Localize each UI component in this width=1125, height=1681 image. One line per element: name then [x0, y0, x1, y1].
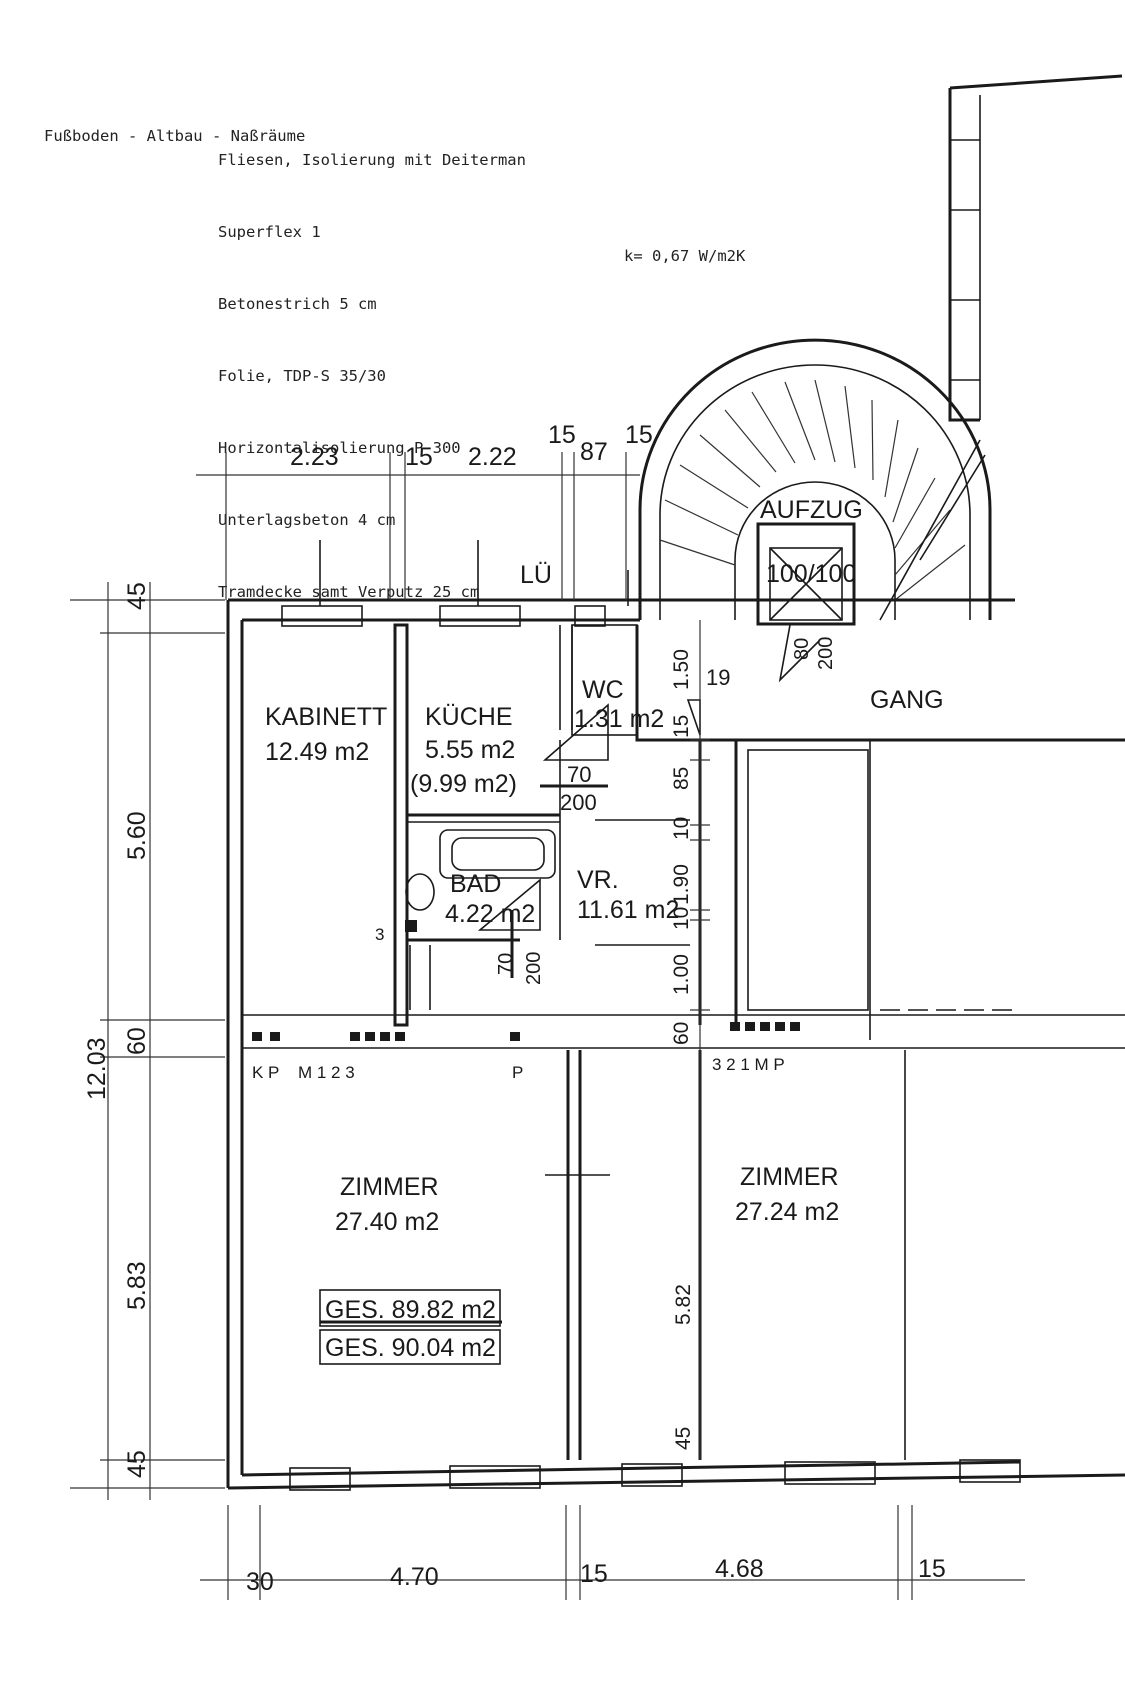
mid-dim: 10	[670, 817, 693, 840]
zimmer2-name: ZIMMER	[740, 1163, 839, 1191]
bad-name: BAD	[450, 870, 501, 898]
left-dim: 5.83	[123, 1261, 151, 1310]
total-box-2	[319, 1329, 501, 1365]
left-dim-total: 12.03	[83, 1037, 111, 1100]
total-area-1: GES. 89.82 m2	[325, 1296, 496, 1324]
lift-door-width: 80	[791, 638, 813, 660]
bottom-dim: 4.70	[390, 1563, 439, 1591]
floor-spec: Fußboden - Altbau - Naßräume	[44, 76, 305, 172]
total-area-2: GES. 90.04 m2	[325, 1334, 496, 1362]
left-dim: 45	[123, 1450, 151, 1478]
mid-dim: 15	[670, 715, 693, 738]
dimension-lines	[70, 452, 1025, 1600]
bad-area: 4.22 m2	[445, 900, 535, 928]
spec-line: Horizontalisolierung P 300	[218, 439, 461, 457]
spec-line: Fliesen, Isolierung mit Deiterman	[218, 151, 526, 169]
bath-door-width: 70	[495, 953, 517, 975]
total-box-1	[319, 1289, 501, 1327]
dim-19: 19	[706, 665, 730, 690]
spec-line: Superflex 1	[218, 223, 321, 241]
windows-bottom	[289, 1459, 1021, 1491]
kabinett-name: KABINETT	[265, 703, 387, 731]
vr-area: 11.61 m2	[577, 896, 679, 924]
bottom-dim: 4.68	[715, 1555, 764, 1583]
spec-line: Unterlagsbeton 4 cm	[218, 511, 396, 529]
left-dim: 5.60	[123, 811, 151, 860]
mid-dim: 1.00	[670, 954, 693, 995]
wc-area: 1.31 m2	[574, 705, 664, 733]
kueche-name: KÜCHE	[425, 703, 513, 731]
mid-dim: 10	[670, 907, 693, 930]
lift-door-height: 200	[815, 637, 837, 670]
mid-dim: 60	[670, 1022, 693, 1045]
elevator-shaft: AUFZUG 100/100 80 200	[756, 496, 863, 683]
aufzug-label: AUFZUG	[760, 496, 863, 524]
top-dim: 15	[548, 421, 576, 449]
mid-dim: 45	[672, 1427, 695, 1450]
spec-heading: Fußboden - Altbau - Naßräume	[44, 127, 306, 145]
outlet-markers	[252, 920, 800, 1041]
mid-dim: 5.82	[672, 1284, 695, 1325]
bottom-dim: 15	[580, 1560, 608, 1588]
windows-top	[281, 540, 629, 627]
legend-p: P	[512, 1063, 523, 1082]
bath-door-height: 200	[523, 952, 545, 985]
spec-line: Betonestrich 5 cm	[218, 295, 377, 313]
bottom-dim: 30	[246, 1568, 274, 1596]
top-dim: 15	[405, 443, 433, 471]
door-height: 200	[560, 790, 597, 815]
spec-line: Folie, TDP-S 35/30	[218, 367, 386, 385]
floor-spec-layers: Fliesen, Isolierung mit Deiterman Superf…	[218, 100, 526, 628]
wc-name: WC	[582, 676, 624, 704]
top-dim: 2.23	[290, 443, 339, 471]
door-width: 70	[567, 762, 591, 787]
staircase	[638, 74, 1123, 621]
lue-label: LÜ	[520, 561, 552, 589]
aufzug-size: 100/100	[766, 560, 856, 588]
left-dim: 60	[123, 1027, 151, 1055]
doors	[409, 699, 701, 1010]
legend-right: 3 2 1 M P	[712, 1055, 785, 1074]
dim-3: 3	[375, 925, 384, 944]
zimmer2-area: 27.24 m2	[735, 1198, 839, 1226]
gang-name: GANG	[870, 686, 944, 714]
mid-dim: 85	[670, 767, 693, 790]
kabinett-area: 12.49 m2	[265, 738, 369, 766]
vr-name: VR.	[577, 866, 619, 894]
left-dim: 45	[123, 582, 151, 610]
mid-dim: 1.90	[670, 864, 693, 905]
k-value: k= 0,67 W/m2K	[624, 247, 746, 265]
top-dim: 87	[580, 438, 608, 466]
top-dim: 2.22	[468, 443, 517, 471]
kueche-area: 5.55 m2	[425, 736, 515, 764]
mid-dim: 1.50	[670, 649, 693, 690]
bottom-dim: 15	[918, 1555, 946, 1583]
zimmer1-area: 27.40 m2	[335, 1208, 439, 1236]
top-dim: 15	[625, 421, 653, 449]
legend-left: K P M 1 2 3	[252, 1063, 355, 1082]
zimmer1-name: ZIMMER	[340, 1173, 439, 1201]
kueche-area-alt: (9.99 m2)	[410, 770, 517, 798]
